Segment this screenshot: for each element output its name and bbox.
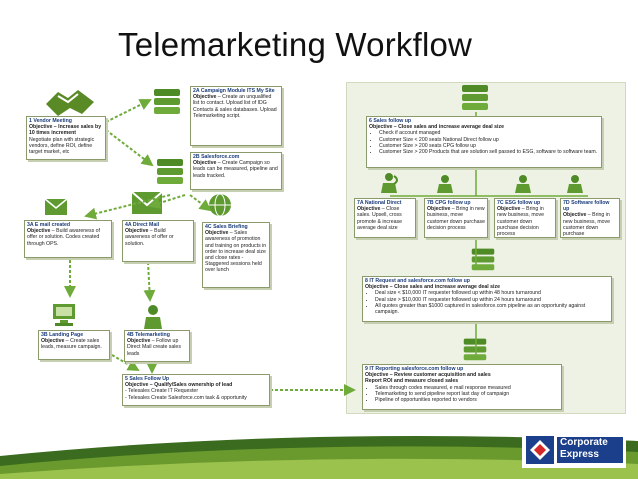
box-6-sales-follow-up: 6 Sales follow up Objective – Close sale… [366,116,602,168]
box-3b-landing-page: 3B Landing Page Objective – Create sales… [38,330,110,360]
server-stack-icon [154,89,180,114]
corporate-express-logo: Corporate Express [522,432,626,468]
person-icon [144,305,162,329]
page-title: Telemarketing Workflow [118,26,473,63]
server-stack-icon [462,85,488,110]
person-icon [515,175,531,193]
box-2b-salesforce: 2B Salesforce.com Objective – Create Cam… [190,152,282,190]
box-1-vendor-meeting: 1 Vendor Meeting Objective – Increase sa… [26,116,106,160]
person-icon [567,175,583,193]
box-5-sales-follow-up: 5 Sales Follow Up Objective – Qualify/Sa… [122,374,270,406]
logo-text: Corporate Express [557,437,623,463]
globe-icon [209,193,231,217]
handshake-icon [46,90,94,116]
box-7c-esg-follow-up: 7C ESG follow up Objective – Bring in ne… [494,198,556,238]
box-7b-cpg-follow-up: 7B CPG follow up Objective – Bring in ne… [424,198,488,238]
box-7a-national-direct: 7A National Direct Objective – Close sal… [354,198,416,238]
computer-icon [53,304,75,326]
server-stack-icon [463,338,487,361]
person-phone-icon [381,173,398,193]
box-4a-direct-mail: 4A Direct Mail Objective – Build awarene… [122,220,194,262]
email-icon [44,198,68,215]
box-7d-software-follow-up: 7D Software follow up Objective – Bring … [560,198,620,238]
box-4c-sales-briefing: 4C Sales Briefing Objective – Sales awar… [202,222,270,288]
box-2a-campaign-module: 2A Campaign Module ITS My Site Objective… [190,86,282,146]
footer-swoosh [0,436,638,479]
logo-mark-icon [526,436,554,464]
box-8-it-request: 8 IT Request and salesforce.com follow u… [362,276,612,322]
server-stack-icon [157,159,183,184]
box-9-it-reporting: 9 IT Reporting salesforce.com follow up … [362,364,562,410]
box-3a-email-created: 3A E mail created Objective – Build awar… [24,220,112,258]
person-icon [437,175,453,193]
box-4b-telemarketing: 4B Telemarketing Objective – Follow up D… [124,330,190,362]
server-stack-icon [471,248,495,271]
